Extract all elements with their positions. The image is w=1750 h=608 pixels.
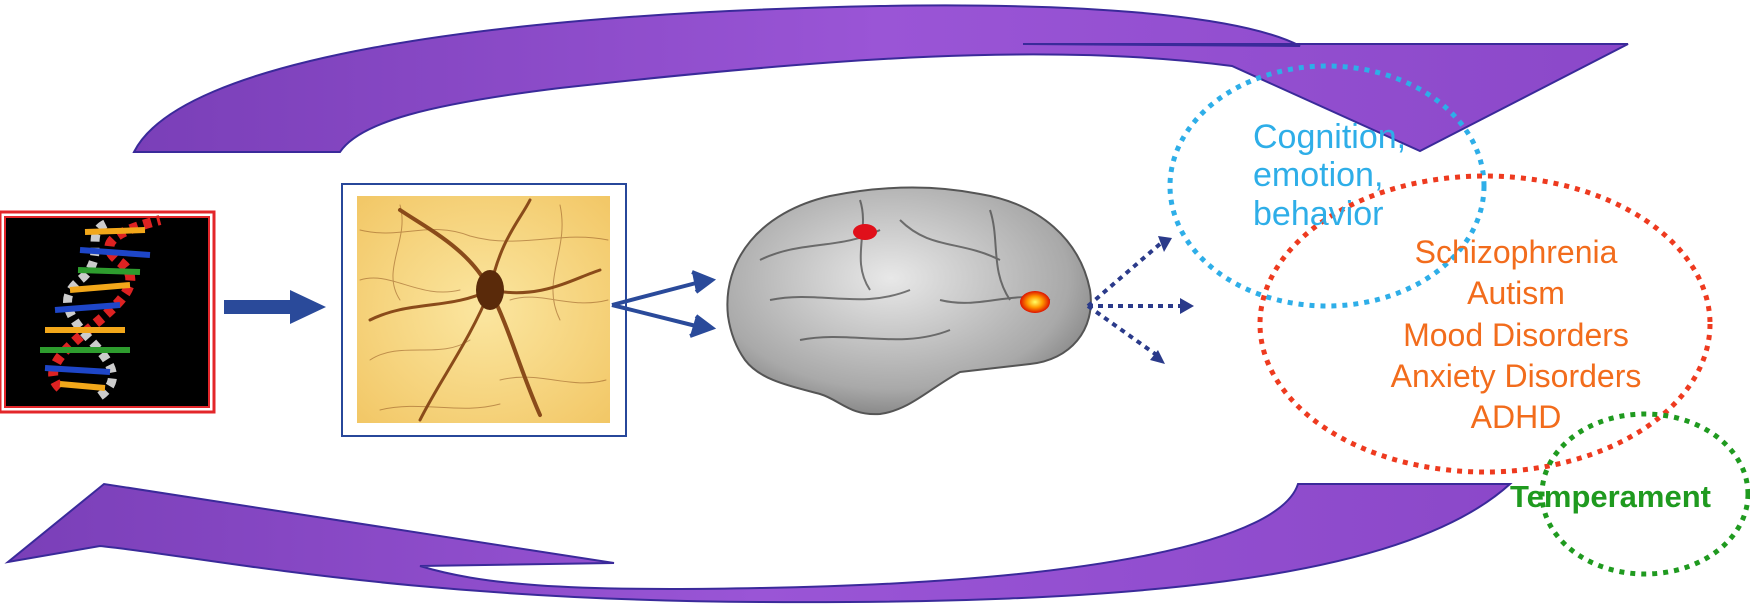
cognition-line: emotion,: [1253, 156, 1406, 194]
bottom-feedback-arrow: [8, 484, 1510, 602]
cognition-label: Cognition, emotion, behavior: [1253, 118, 1406, 233]
brain-scan-image: [727, 187, 1090, 414]
disorders-label: Schizophrenia Autism Mood Disorders Anxi…: [1336, 232, 1696, 438]
gene-to-neuron-arrow: [224, 290, 326, 324]
dotted-arrow-heads: [1150, 236, 1194, 364]
disorder-item: Mood Disorders: [1336, 315, 1696, 356]
dna-image: [0, 212, 214, 412]
disorder-item: Autism: [1336, 273, 1696, 314]
cognition-line: behavior: [1253, 195, 1406, 233]
cognition-line: Cognition,: [1253, 118, 1406, 156]
brain-to-outcomes-arrows: [1088, 244, 1180, 356]
disorder-item: ADHD: [1336, 397, 1696, 438]
disorder-item: Anxiety Disorders: [1336, 356, 1696, 397]
disorder-item: Schizophrenia: [1336, 232, 1696, 273]
neuron-image: [342, 184, 626, 436]
temperament-label: Temperament: [1510, 479, 1711, 514]
